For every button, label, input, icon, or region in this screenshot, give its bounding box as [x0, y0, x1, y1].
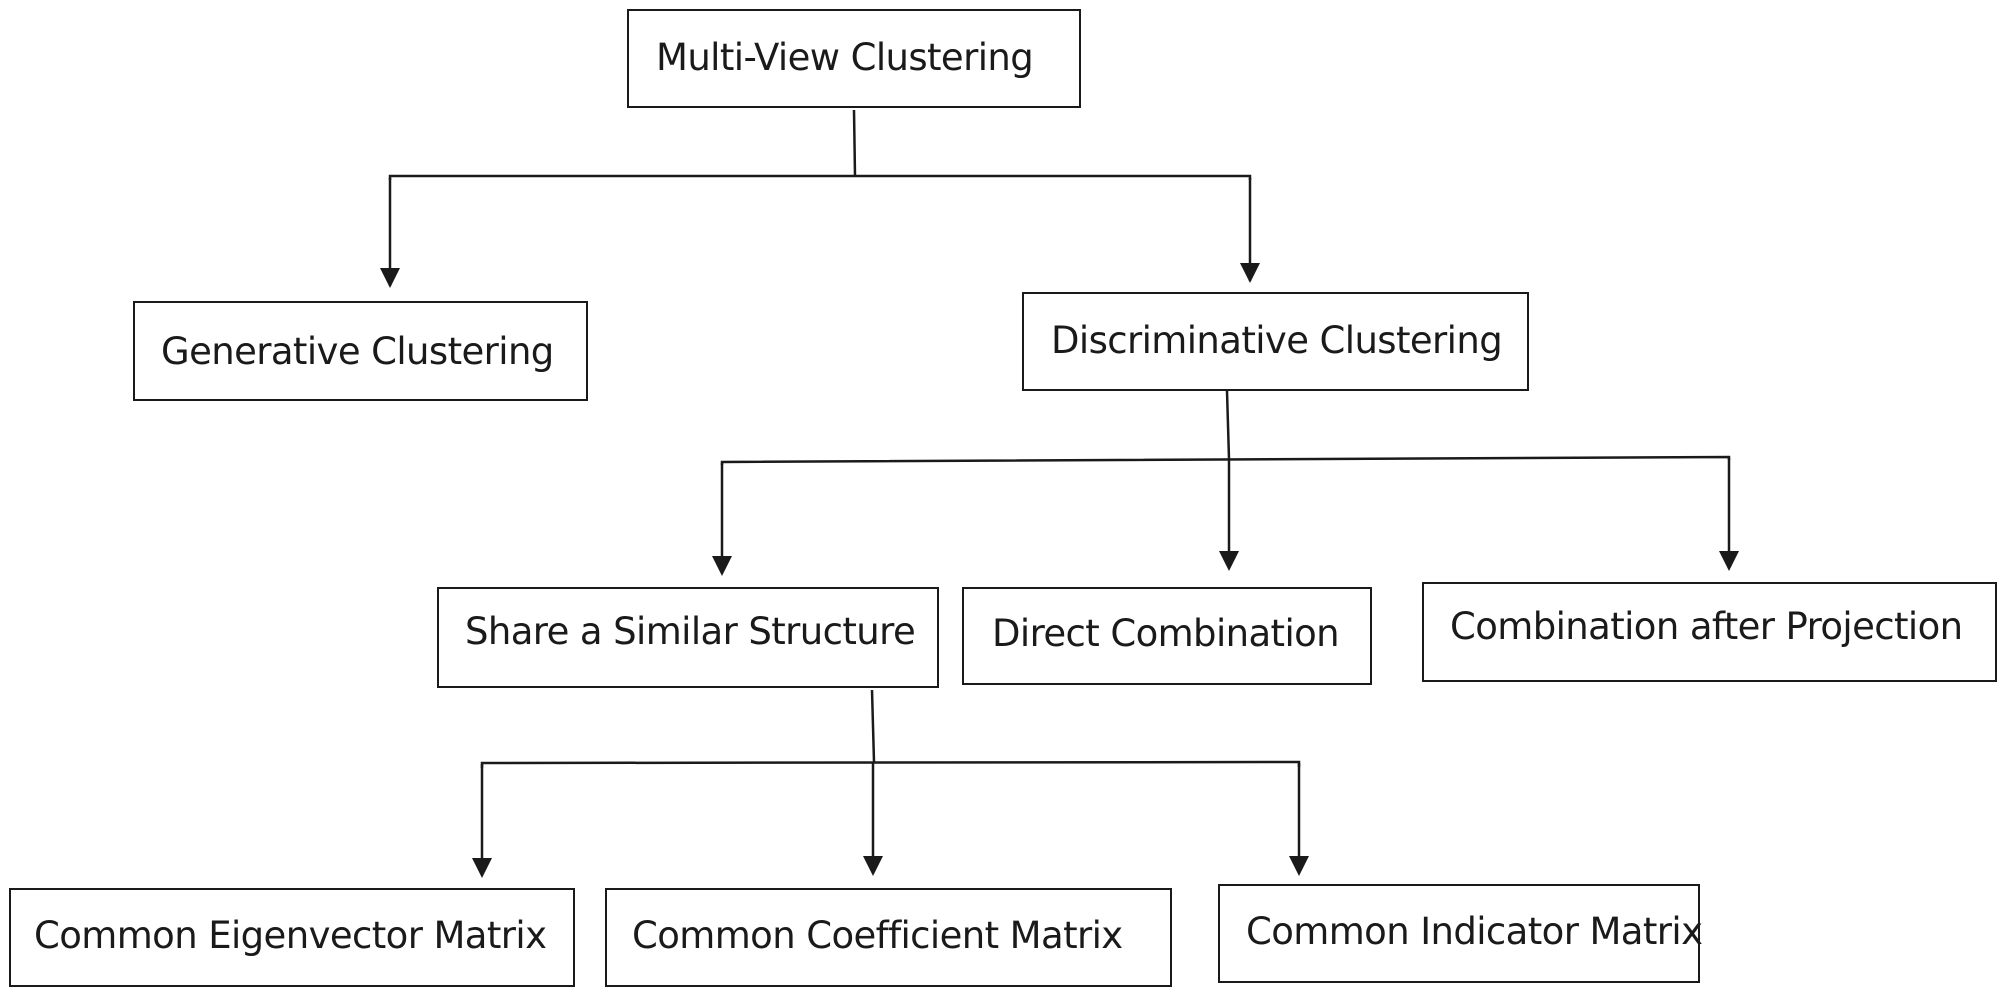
arrowhead-projection [1719, 551, 1739, 571]
node-label: Discriminative Clustering [1051, 319, 1503, 362]
edge-root-bus [388, 174, 1252, 180]
arrowhead-share [712, 556, 732, 576]
node-share-similar-structure: Share a Similar Structure [437, 587, 939, 688]
node-label: Direct Combination [992, 612, 1340, 655]
node-label: Common Indicator Matrix [1246, 910, 1703, 953]
node-label: Share a Similar Structure [465, 610, 916, 653]
node-label: Generative Clustering [161, 329, 554, 373]
arrowhead-indicator [1289, 856, 1309, 876]
node-label: Multi-View Clustering [656, 36, 1034, 79]
edge-share-stem [870, 689, 876, 763]
edge-discriminative-stem [1225, 390, 1231, 460]
node-generative-clustering: Generative Clustering [133, 301, 588, 401]
node-multi-view-clustering: Multi-View Clustering [627, 9, 1081, 108]
node-common-coefficient-matrix: Common Coefficient Matrix [605, 888, 1172, 987]
node-common-indicator-matrix: Common Indicator Matrix [1218, 884, 1703, 983]
arrowhead-direct [1219, 551, 1239, 571]
arrowhead-discriminative [1240, 263, 1260, 283]
arrowhead-generative [380, 268, 400, 288]
edge-discriminative-bus [720, 455, 1731, 465]
arrowhead-eigenvector [472, 858, 492, 878]
node-label: Common Eigenvector Matrix [34, 914, 547, 957]
node-combination-after-projection: Combination after Projection [1422, 582, 1997, 682]
node-discriminative-clustering: Discriminative Clustering [1022, 292, 1529, 391]
node-label: Combination after Projection [1450, 605, 1963, 648]
edge-share-bus [480, 760, 1301, 768]
node-direct-combination: Direct Combination [962, 587, 1372, 685]
node-label: Common Coefficient Matrix [632, 914, 1123, 957]
edge-root-stem [852, 109, 857, 177]
node-common-eigenvector-matrix: Common Eigenvector Matrix [9, 888, 575, 987]
arrowhead-coefficient [863, 856, 883, 876]
